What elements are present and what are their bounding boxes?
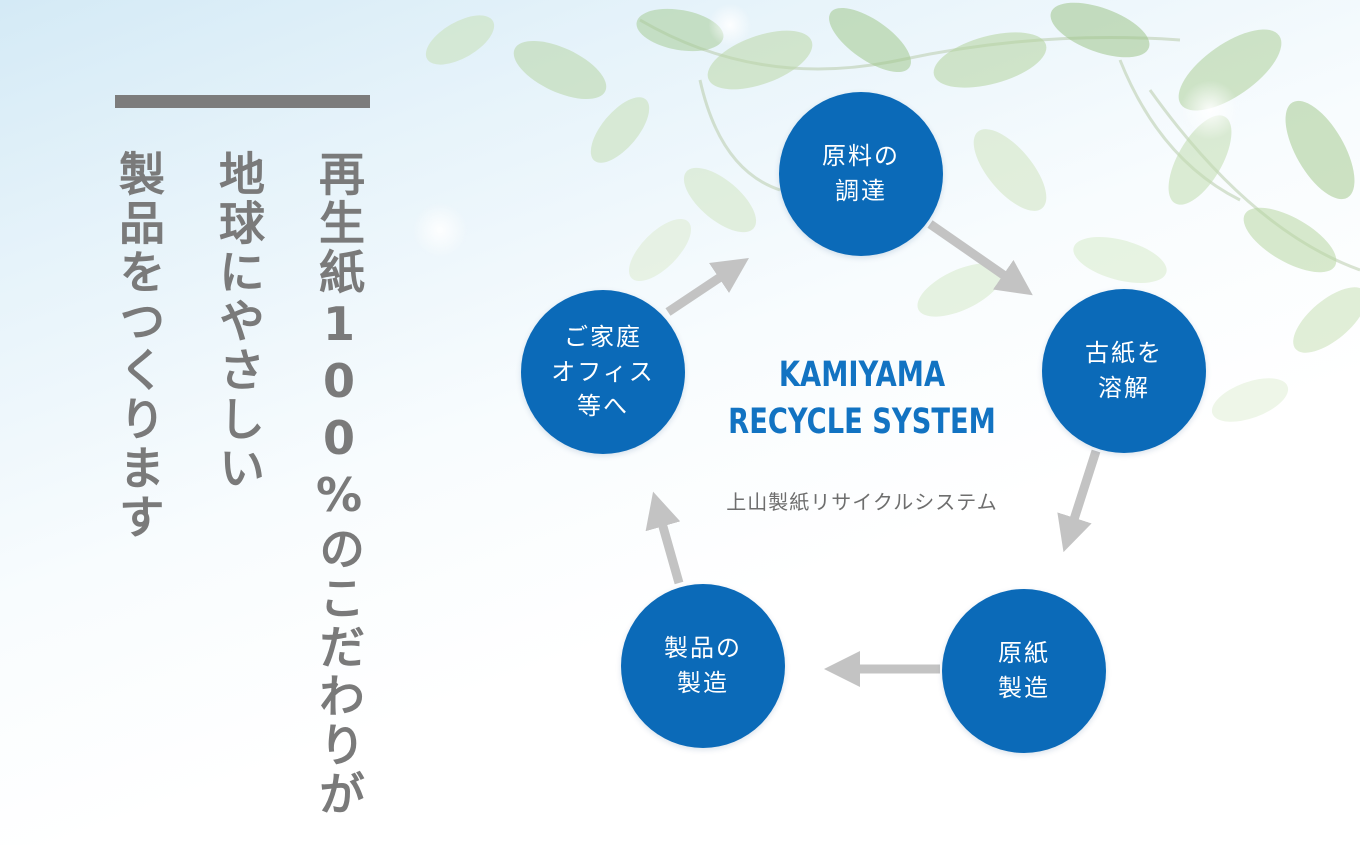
node-base-paper-manufacture: 原紙 製造: [942, 589, 1106, 753]
node-homes-offices: ご家庭 オフィス 等へ: [521, 290, 685, 454]
node-base-paper-line2: 製造: [998, 674, 1050, 702]
node-dissolve-line1: 古紙を: [1085, 339, 1163, 368]
diagram-title: KAMIYAMA RECYCLE SYSTEM: [706, 352, 1018, 445]
accent-bar: [115, 95, 370, 108]
node-product-manufacture: 製品の 製造: [621, 584, 785, 748]
arrow-home-to-raw: [665, 258, 749, 316]
arrow-product-to-home: [645, 491, 684, 585]
tagline-line-1: 再生紙100%のこだわりが: [312, 150, 366, 819]
node-dissolve-line2: 溶解: [1098, 374, 1150, 402]
node-base-paper-line1: 原紙: [998, 639, 1050, 668]
node-home-line1: ご家庭: [564, 322, 642, 351]
node-raw-material-line1: 原料の: [822, 142, 900, 171]
node-dissolve-waste-paper: 古紙を 溶解: [1042, 289, 1206, 453]
node-raw-material-line2: 調達: [835, 177, 887, 205]
node-home-line2: オフィス: [551, 357, 655, 386]
node-raw-material: 原料の 調達: [779, 92, 943, 256]
diagram-title-line2: RECYCLE SYSTEM: [728, 401, 996, 442]
tagline-line-2: 地球にやさしい: [212, 150, 266, 493]
tagline-line-3: 製品をつくります: [112, 150, 166, 542]
diagram-subtitle: 上山製紙リサイクルシステム: [726, 490, 998, 514]
diagram-title-line1: KAMIYAMA: [778, 355, 946, 395]
arrow-raw-to-dissolve: [927, 220, 1033, 296]
node-product-line1: 製品の: [664, 634, 742, 663]
node-product-line2: 製造: [677, 669, 729, 697]
arrow-dissolve-to-base: [1057, 449, 1101, 553]
node-home-line3: 等へ: [577, 392, 629, 421]
